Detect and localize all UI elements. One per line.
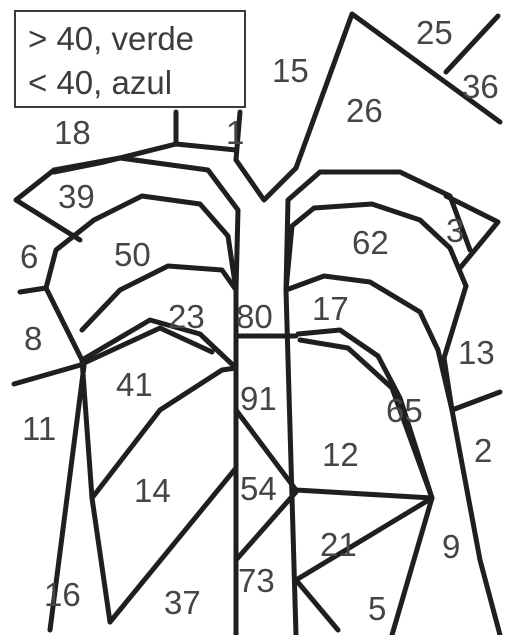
region-label-2: 2 <box>474 432 492 469</box>
legend-line-green: > 40, verde <box>28 22 194 55</box>
region-label-25: 25 <box>416 14 453 51</box>
region-label-80: 80 <box>236 298 273 335</box>
region-label-13: 13 <box>458 334 495 371</box>
region-label-26: 26 <box>346 92 383 129</box>
region-label-91: 91 <box>240 380 277 417</box>
region-label-1: 1 <box>226 114 244 151</box>
right-tri-21 <box>296 498 432 635</box>
left-leaf-11 <box>14 364 84 384</box>
legend-box: > 40, verde < 40, azul <box>14 10 246 108</box>
region-label-36: 36 <box>462 68 499 105</box>
trunk-top <box>236 160 296 200</box>
region-label-11: 11 <box>22 410 56 447</box>
left-leaf-6 <box>20 288 46 292</box>
region-label-21: 21 <box>320 526 357 563</box>
region-label-39: 39 <box>58 178 95 215</box>
region-label-73: 73 <box>238 562 275 599</box>
region-label-8: 8 <box>24 320 42 357</box>
trunk-right <box>286 290 296 635</box>
region-label-5: 5 <box>368 590 386 627</box>
region-label-37: 37 <box>164 584 201 621</box>
region-label-18: 18 <box>54 114 91 151</box>
region-label-50: 50 <box>114 236 151 273</box>
region-label-54: 54 <box>240 470 277 507</box>
region-label-62: 62 <box>352 224 389 261</box>
triangle-divider <box>446 16 498 72</box>
right-leaf-2 <box>452 392 500 410</box>
region-label-15: 15 <box>272 52 309 89</box>
legend-line-blue: < 40, azul <box>28 66 172 99</box>
region-label-23: 23 <box>168 298 205 335</box>
region-label-16: 16 <box>44 576 81 613</box>
region-label-6: 6 <box>20 238 38 275</box>
center-bottom-link <box>296 580 338 630</box>
region-label-12: 12 <box>322 436 359 473</box>
region-label-17: 17 <box>312 290 349 327</box>
region-label-65: 65 <box>386 392 423 429</box>
region-label-9: 9 <box>442 528 460 565</box>
region-label-14: 14 <box>134 472 171 509</box>
region-label-3: 3 <box>446 212 464 249</box>
region-label-41: 41 <box>116 366 153 403</box>
